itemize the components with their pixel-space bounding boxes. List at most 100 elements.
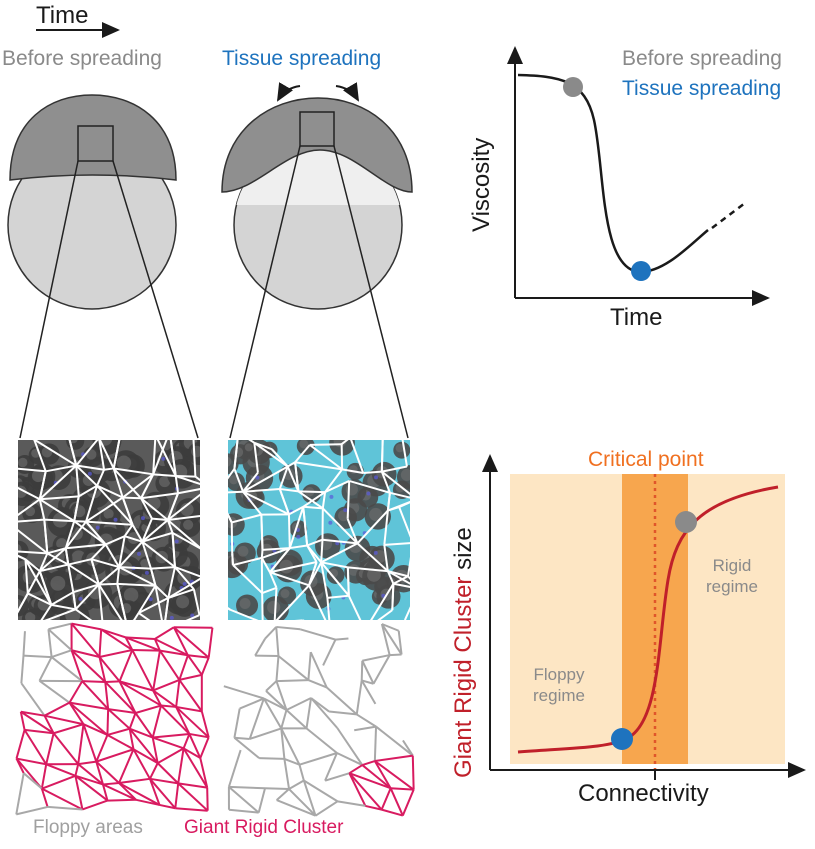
network-edge bbox=[20, 655, 25, 684]
network-edge bbox=[248, 698, 265, 740]
network-edge bbox=[102, 784, 109, 801]
grc-point-before bbox=[675, 511, 697, 533]
network-edge bbox=[118, 777, 151, 785]
network-edge bbox=[402, 739, 414, 757]
network-edge bbox=[277, 655, 309, 681]
network-edge bbox=[302, 780, 317, 817]
network-edge bbox=[107, 727, 130, 736]
network-edge bbox=[175, 706, 191, 735]
network-edge bbox=[152, 690, 162, 707]
network-edge bbox=[104, 681, 137, 714]
network-edge bbox=[228, 785, 266, 790]
grc-point-spreading bbox=[611, 728, 633, 750]
network-edge bbox=[16, 757, 47, 766]
viscosity-legend-spreading: Tissue spreading bbox=[622, 77, 782, 100]
network-edge bbox=[82, 723, 98, 762]
network-edge bbox=[175, 679, 181, 708]
network-edge bbox=[326, 686, 358, 716]
network-edge bbox=[199, 757, 209, 788]
network-edge bbox=[157, 747, 185, 764]
network-edge bbox=[22, 631, 26, 656]
cell-panel-before bbox=[18, 440, 200, 620]
network-edge bbox=[324, 752, 338, 782]
network-edge bbox=[305, 727, 338, 754]
network-edge bbox=[228, 786, 260, 814]
network-edge bbox=[20, 710, 45, 717]
network-edge bbox=[50, 656, 83, 682]
network-edge bbox=[305, 697, 313, 729]
rigid-regime-label: Rigid regime bbox=[706, 556, 758, 597]
network-edge bbox=[178, 782, 208, 789]
network-edge bbox=[348, 772, 367, 807]
network-edge bbox=[132, 648, 160, 652]
network-edge bbox=[131, 649, 155, 691]
network-edge bbox=[179, 673, 203, 681]
network-edge bbox=[154, 626, 175, 640]
network-edge bbox=[40, 788, 49, 808]
embryo-before-spreading bbox=[7, 94, 177, 310]
network-edge bbox=[276, 799, 316, 817]
network-edge bbox=[52, 732, 79, 765]
network-edge bbox=[98, 656, 121, 683]
network-edge bbox=[100, 628, 133, 651]
critical-point-label: Critical point bbox=[588, 448, 704, 471]
network-edge bbox=[128, 728, 135, 750]
time-axis-label: Time bbox=[36, 2, 89, 29]
network-edge bbox=[365, 804, 382, 811]
network-edge bbox=[336, 727, 364, 766]
network-edge bbox=[375, 725, 414, 757]
network-edge bbox=[264, 626, 277, 640]
network-edge bbox=[348, 764, 363, 775]
network-edge bbox=[152, 736, 184, 750]
network-edge bbox=[160, 704, 191, 735]
network-edge bbox=[20, 710, 55, 735]
network-edge bbox=[47, 805, 83, 811]
network-edge bbox=[361, 660, 375, 685]
network-edge bbox=[118, 649, 134, 682]
network-edge bbox=[187, 654, 203, 676]
network-edge bbox=[381, 808, 404, 817]
network-edge bbox=[411, 755, 415, 790]
network-edge bbox=[200, 657, 210, 676]
network-edge bbox=[175, 706, 210, 739]
zoom-box-left bbox=[77, 125, 114, 162]
grc-y-label-red: Giant Rigid Cluster bbox=[450, 576, 477, 778]
network-edge bbox=[106, 709, 110, 735]
network-edge bbox=[227, 749, 242, 788]
embryo-tissue-spreading bbox=[221, 82, 413, 310]
network-edge bbox=[233, 708, 241, 738]
network-edge bbox=[374, 754, 413, 763]
network-edge bbox=[106, 734, 134, 751]
network-edge bbox=[149, 762, 159, 780]
network-edge bbox=[129, 727, 154, 739]
network-edge bbox=[288, 788, 317, 817]
network-edge bbox=[275, 655, 280, 682]
network-edge bbox=[74, 763, 80, 777]
viscosity-curve bbox=[517, 73, 709, 274]
network-edge bbox=[182, 747, 209, 789]
network-edge bbox=[128, 728, 159, 764]
network-edge bbox=[298, 764, 305, 781]
network-edge bbox=[354, 725, 377, 732]
network-edge bbox=[95, 761, 104, 785]
network-edge bbox=[336, 752, 363, 766]
network-edge bbox=[118, 680, 137, 714]
network-edge bbox=[362, 760, 376, 767]
network-edge bbox=[152, 732, 190, 739]
network-edge bbox=[148, 778, 161, 806]
network-edge bbox=[23, 729, 48, 765]
floppy-areas-legend: Floppy areas bbox=[33, 817, 143, 838]
network-edge bbox=[149, 777, 179, 785]
network-edge bbox=[309, 651, 328, 688]
grc-curve bbox=[517, 485, 779, 754]
network-edge bbox=[276, 625, 301, 631]
network-edge bbox=[322, 639, 337, 666]
network-edge bbox=[285, 709, 308, 730]
network-edge bbox=[174, 783, 180, 809]
network-edge bbox=[307, 679, 328, 689]
network-edge bbox=[348, 772, 383, 811]
network-edge bbox=[48, 622, 72, 631]
network-edge bbox=[178, 679, 203, 712]
network-edge bbox=[135, 798, 160, 806]
network-edge bbox=[389, 653, 402, 657]
